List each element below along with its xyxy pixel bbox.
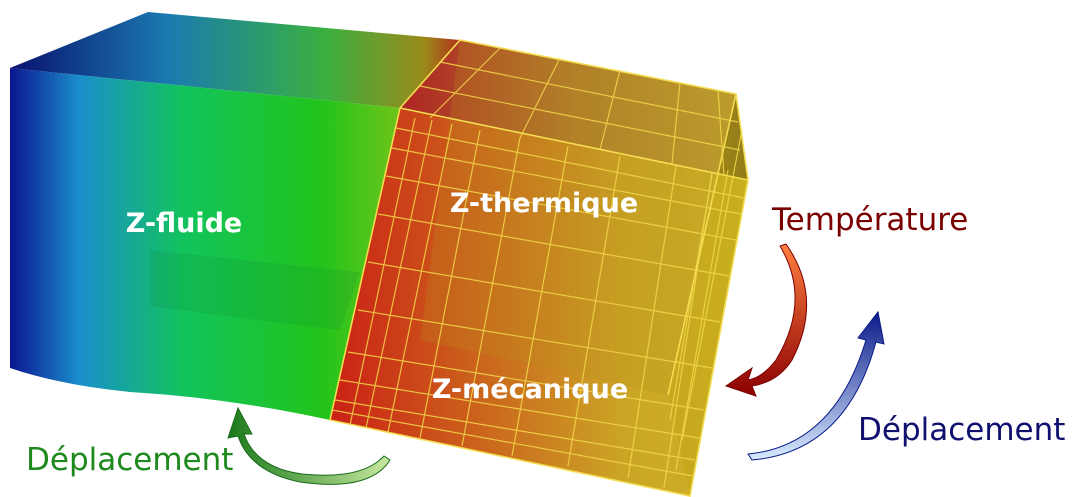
zone-label-mechanical: Z-mécanique bbox=[432, 374, 628, 405]
fluid-domain bbox=[10, 12, 460, 420]
solid-edges bbox=[329, 39, 749, 497]
temperature-arrow-body bbox=[724, 243, 808, 397]
fluid-displacement-arrow bbox=[227, 406, 391, 485]
temperature-label: Température bbox=[771, 202, 968, 238]
zone-label-fluid: Z-fluide bbox=[126, 208, 242, 239]
fluid-top-face bbox=[10, 12, 460, 108]
zone-label-thermal: Z-thermique bbox=[450, 188, 638, 219]
temperature-arrow bbox=[724, 243, 808, 397]
fluid-displacement-arrow-body bbox=[227, 406, 391, 485]
fluid-shade-band bbox=[150, 250, 360, 330]
mech-displacement-arrow-body bbox=[747, 310, 885, 461]
solid-top-face bbox=[400, 40, 748, 180]
fluid-displacement-label: Déplacement bbox=[26, 442, 233, 478]
mech-displacement-label: Déplacement bbox=[858, 412, 1065, 448]
solid-mesh bbox=[331, 47, 745, 489]
fluid-front-face bbox=[10, 68, 400, 420]
solid-domain bbox=[329, 39, 749, 497]
mech-displacement-arrow bbox=[747, 310, 885, 461]
solid-front-face bbox=[330, 108, 748, 496]
